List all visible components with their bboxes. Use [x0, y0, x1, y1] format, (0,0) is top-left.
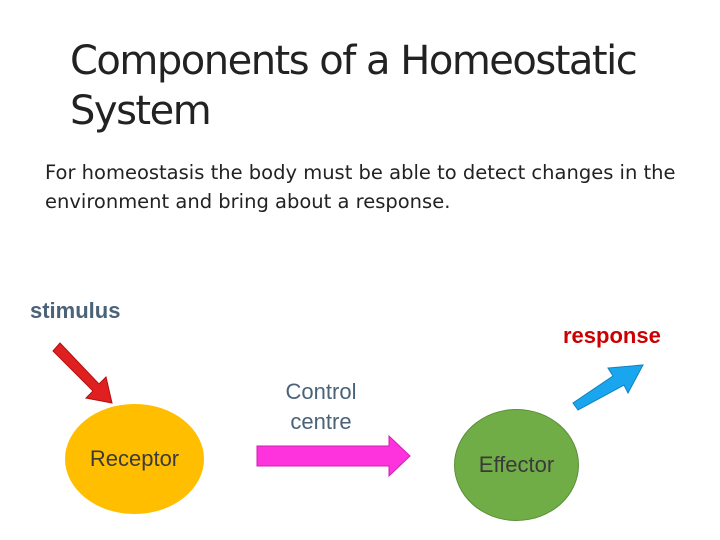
stimulus-label: stimulus [30, 298, 121, 323]
effector-label: Effector [478, 452, 555, 477]
receptor-label: Receptor [89, 446, 180, 471]
effector-node: Effector [454, 409, 579, 521]
control-centre-label: Control centre [285, 379, 357, 434]
receptor-node: Receptor [65, 404, 204, 514]
stimulus-arrow [52, 342, 113, 404]
control-centre-arrow [256, 434, 411, 478]
response-arrow [572, 364, 644, 411]
slide-title: Components of a Homeostatic System [70, 38, 638, 134]
intro-text: For homeostasis the body must be able to… [45, 161, 676, 213]
response-label: response [563, 323, 661, 348]
